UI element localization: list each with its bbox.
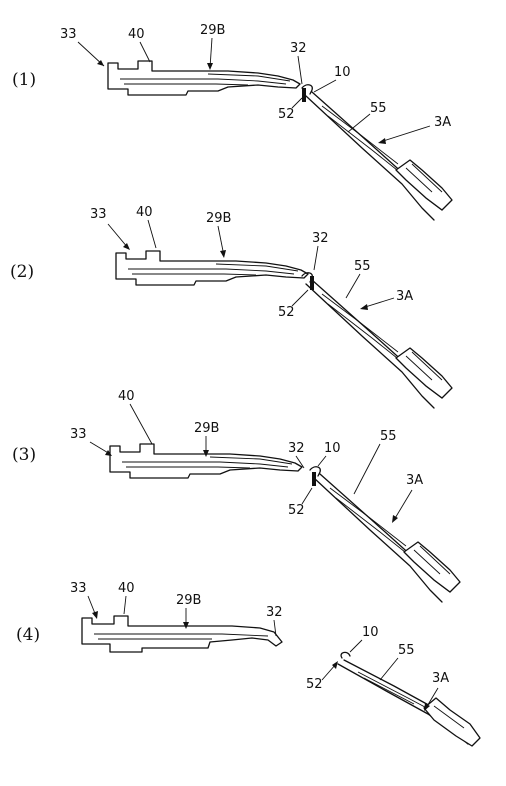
label-40: 40: [128, 27, 145, 42]
label-29b: 29B: [194, 421, 219, 436]
stage-3-label: (3): [12, 445, 36, 465]
label-33: 33: [70, 581, 87, 596]
label-52: 52: [288, 503, 305, 518]
label-55: 55: [354, 259, 371, 274]
label-3a: 3A: [432, 671, 449, 686]
label-29b: 29B: [206, 211, 231, 226]
label-52: 52: [278, 305, 295, 320]
label-32: 32: [266, 605, 283, 620]
stage-2-label: (2): [10, 262, 34, 282]
label-33: 33: [70, 427, 87, 442]
label-55: 55: [370, 101, 387, 116]
stage-1: (1) 33 40 29B 32 10 52 55 3A: [12, 23, 453, 221]
label-52: 52: [278, 107, 295, 122]
label-29b: 29B: [200, 23, 225, 38]
terminal-29b: [81, 615, 283, 653]
label-3a: 3A: [396, 289, 413, 304]
crimp-mark-52: [312, 472, 316, 486]
label-40: 40: [118, 581, 135, 596]
stage-4: (4) 33 40 29B 32 10 52 55 3A: [16, 581, 481, 747]
label-32: 32: [312, 231, 329, 246]
label-33: 33: [60, 27, 77, 42]
label-32: 32: [288, 441, 305, 456]
label-40: 40: [118, 389, 135, 404]
label-55: 55: [398, 643, 415, 658]
label-52: 52: [306, 677, 323, 692]
stage-3: (3) 40 33 29B 32 10 52 55 3A: [12, 389, 461, 603]
terminal-29b: [115, 250, 309, 286]
contact-3a: [301, 272, 453, 409]
label-29b: 29B: [176, 593, 201, 608]
crimp-mark-52: [310, 276, 314, 290]
label-10: 10: [334, 65, 351, 80]
label-32: 32: [290, 41, 307, 56]
stage-1-label: (1): [12, 70, 36, 90]
contact-3a: [309, 466, 461, 603]
label-10: 10: [362, 625, 379, 640]
label-3a: 3A: [406, 473, 423, 488]
label-3a: 3A: [434, 115, 451, 130]
crimp-mark-52: [302, 88, 306, 102]
stage-2: (2) 33 40 29B 32 52 55 3A: [10, 205, 453, 409]
label-55: 55: [380, 429, 397, 444]
label-33: 33: [90, 207, 107, 222]
label-40: 40: [136, 205, 153, 220]
terminal-29b: [107, 60, 301, 96]
stage-4-label: (4): [16, 625, 40, 645]
label-10: 10: [324, 441, 341, 456]
contact-3a: [337, 651, 481, 747]
